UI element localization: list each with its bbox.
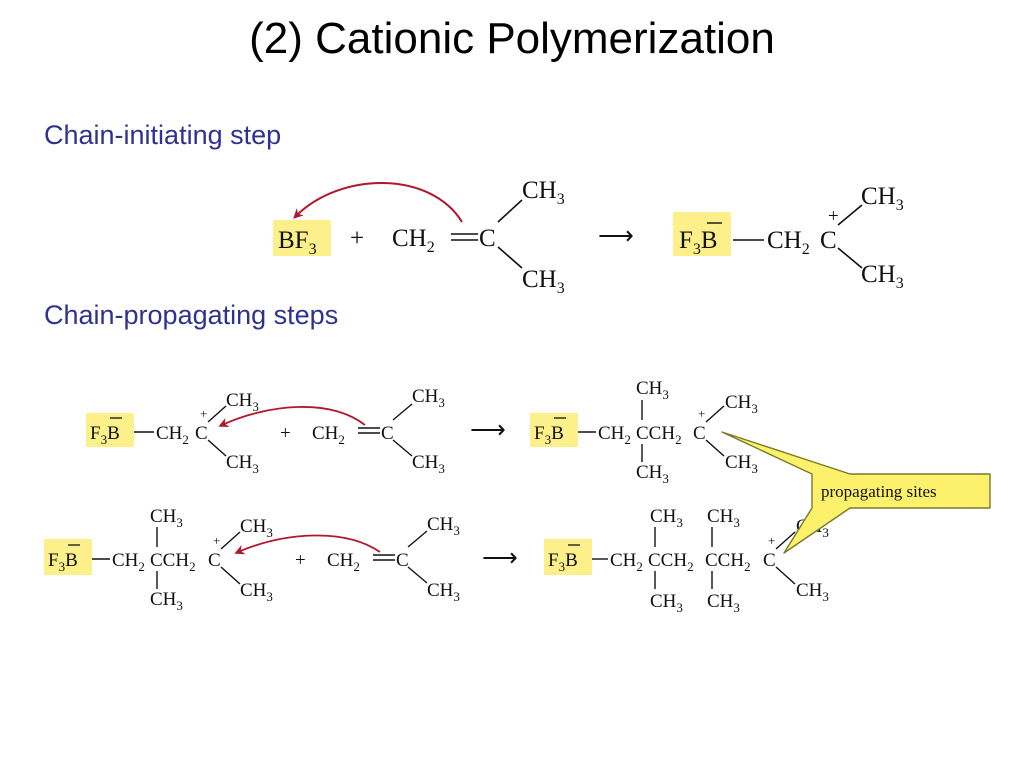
- electron-pair-curved-arrow: [293, 182, 463, 223]
- bond-line: [220, 566, 241, 585]
- methyl-bottom: CH3: [707, 591, 740, 615]
- methyl-bottom: CH3: [725, 452, 758, 476]
- chain-quaternary-ch2: CCH2: [150, 550, 196, 574]
- carbocation-carbon: C: [820, 227, 837, 254]
- bond-line: [775, 531, 796, 550]
- plus-sign: +: [295, 550, 306, 571]
- f3b-label: F3B: [90, 423, 120, 447]
- f3b-highlight: [530, 413, 578, 447]
- propagation-reaction-2: F3B CH2 CCH2 C + CH3 CH3 CH3 CH3 + CH2 C…: [44, 506, 829, 615]
- f3b-label: F3B: [534, 423, 564, 447]
- bond-line: [392, 439, 413, 457]
- carbocation-carbon: C: [208, 550, 221, 571]
- bond-line: [705, 405, 725, 423]
- f3b-label: F3B: [548, 550, 578, 574]
- f3b-highlight: [673, 212, 731, 256]
- methyl-top: CH3: [427, 514, 460, 538]
- chain-quaternary-ch2: CCH2: [705, 550, 751, 574]
- initiation-reaction: BF3 + CH2 C CH3 CH3 ⟶ F3B CH2 C + CH3 CH…: [273, 177, 904, 297]
- methyl-bottom: CH3: [412, 452, 445, 476]
- bond-line: [207, 405, 227, 423]
- propagating-heading: Chain-propagating steps: [44, 300, 339, 330]
- bond-line: [497, 246, 523, 269]
- methyl-top: CH3: [707, 506, 740, 530]
- methyl-bottom: CH3: [636, 462, 669, 486]
- methyl-top: CH3: [226, 390, 259, 414]
- isobutylene-ch2: CH2: [327, 550, 360, 574]
- methyl-bottom: CH3: [796, 580, 829, 604]
- electron-pair-curved-arrow: [218, 406, 366, 428]
- chain-ch2: CH2: [598, 423, 631, 447]
- methyl-top: CH3: [650, 506, 683, 530]
- initiating-heading: Chain-initiating step: [44, 120, 282, 150]
- methyl-bottom: CH3: [522, 266, 565, 297]
- positive-charge: +: [200, 406, 207, 421]
- f3b-label: F3B: [679, 227, 718, 258]
- plus-sign: +: [350, 225, 364, 252]
- methyl-top: CH3: [240, 516, 273, 540]
- methyl-bottom: CH3: [650, 591, 683, 615]
- bond-line: [497, 199, 523, 223]
- reaction-arrow: ⟶: [482, 545, 518, 572]
- bond-line: [705, 439, 725, 457]
- bond-line: [775, 566, 796, 585]
- callout-label: propagating sites: [821, 482, 937, 501]
- positive-charge: +: [828, 206, 839, 227]
- methyl-bottom: CH3: [240, 580, 273, 604]
- bond-line: [837, 247, 863, 269]
- chain-ch2: CH2: [156, 423, 189, 447]
- isobutylene-carbon: C: [479, 225, 496, 252]
- bf3-highlight: [273, 220, 331, 256]
- methyl-top: CH3: [412, 386, 445, 410]
- methyl-bottom: CH3: [226, 452, 259, 476]
- isobutylene-ch2: CH2: [312, 423, 345, 447]
- chain-quaternary-ch2: CCH2: [648, 550, 694, 574]
- bond-line: [407, 530, 428, 548]
- bond-line: [220, 531, 241, 550]
- isobutylene-carbon: C: [381, 423, 394, 444]
- positive-charge: +: [698, 406, 705, 421]
- methyl-top: CH3: [522, 177, 565, 208]
- chain-ch2: CH2: [610, 550, 643, 574]
- methyl-top: CH3: [725, 392, 758, 416]
- plus-sign: +: [280, 423, 291, 444]
- chain-quaternary-ch2: CCH2: [636, 423, 682, 447]
- methyl-bottom: CH3: [427, 580, 460, 604]
- electron-pair-curved-arrow: [234, 534, 381, 555]
- callout-bubble: [721, 431, 991, 554]
- f3b-highlight: [86, 413, 134, 447]
- slide-title: (2) Cationic Polymerization: [249, 14, 775, 63]
- positive-charge: +: [213, 533, 220, 548]
- methyl-top: CH3: [150, 506, 183, 530]
- bond-line: [407, 566, 428, 584]
- isobutylene-ch2: CH2: [392, 225, 435, 256]
- carbocation-carbon: C: [693, 423, 706, 444]
- carbocation-carbon: C: [195, 423, 208, 444]
- product-ch2: CH2: [767, 227, 810, 258]
- isobutylene-carbon: C: [396, 550, 409, 571]
- bond-line: [207, 439, 227, 457]
- chain-ch2: CH2: [112, 550, 145, 574]
- carbocation-carbon: C: [763, 550, 776, 571]
- propagating-sites-callout: propagating sites: [721, 431, 991, 554]
- reaction-arrow: ⟶: [598, 223, 634, 250]
- positive-charge: +: [768, 533, 775, 548]
- methyl-top: CH3: [636, 378, 669, 402]
- bond-line: [837, 204, 863, 226]
- methyl-bottom: CH3: [150, 589, 183, 613]
- methyl-top: CH3: [861, 183, 904, 214]
- methyl-bottom: CH3: [861, 261, 904, 292]
- propagation-reaction-1: F3B CH2 C + CH3 CH3 + CH2 C CH3 CH3 ⟶ F3…: [86, 378, 758, 486]
- f3b-label: F3B: [48, 550, 78, 574]
- bond-line: [392, 403, 413, 421]
- reaction-arrow: ⟶: [470, 417, 506, 444]
- bf3-label: BF3: [278, 227, 317, 258]
